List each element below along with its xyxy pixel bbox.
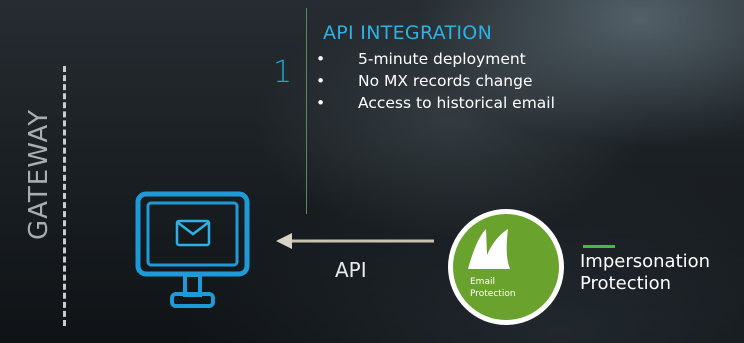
monitor-mail-icon xyxy=(135,191,250,308)
feature-list: 5-minute deployment No MX records change… xyxy=(316,48,555,114)
product-name-line2: Protection xyxy=(580,273,672,294)
email-protection-badge: Email Protection xyxy=(448,209,564,325)
gateway-dashed-line xyxy=(63,66,66,326)
step-title: API INTEGRATION xyxy=(323,22,493,44)
step-divider xyxy=(306,8,307,214)
product-accent-bar xyxy=(583,245,615,248)
badge-line1: Email xyxy=(470,277,495,287)
step-number: 1 xyxy=(273,55,293,90)
left-arrow-icon xyxy=(276,233,434,249)
feature-item: Access to historical email xyxy=(316,92,555,114)
feature-item: No MX records change xyxy=(316,70,555,92)
barracuda-fin-icon xyxy=(468,229,510,269)
badge-line2: Protection xyxy=(470,289,516,299)
gateway-label: GATEWAY xyxy=(24,108,54,240)
feature-item: 5-minute deployment xyxy=(316,48,555,70)
product-name-line1: Impersonation xyxy=(580,251,711,272)
api-label: API xyxy=(335,258,367,282)
